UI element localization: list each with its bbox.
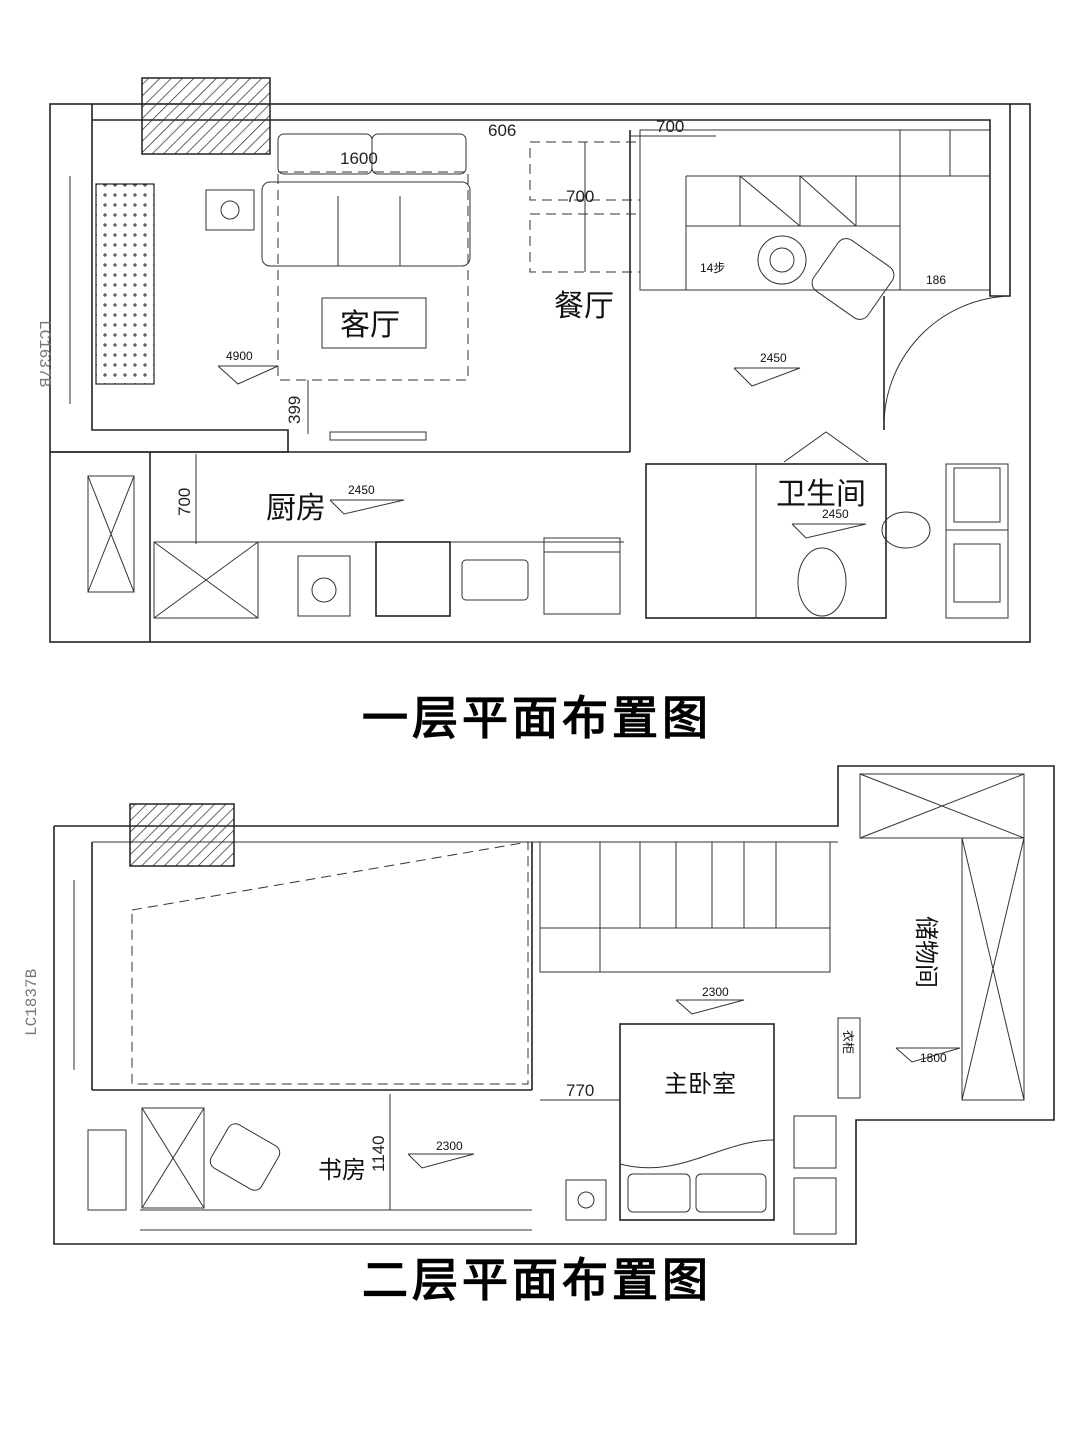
living-room-label-box xyxy=(321,297,427,349)
floor1-entry-door-swing xyxy=(883,295,1011,431)
dim-1800: 1800 xyxy=(920,1051,947,1065)
dim-2450-dining: 2450 xyxy=(760,351,787,365)
floor1-dotted-panel xyxy=(95,183,155,385)
room-label-bathroom: 卫生间 xyxy=(776,477,866,512)
study-armchair-icon xyxy=(209,1123,281,1191)
room-label-kitchen: 厨房 xyxy=(266,491,326,526)
fridge-icon xyxy=(375,541,451,617)
dim-700-kitchen: 700 xyxy=(175,488,194,516)
floor1-drain-box xyxy=(205,189,255,231)
room-label-study: 书房 xyxy=(318,1156,366,1184)
dim-700-table: 700 xyxy=(566,187,594,206)
storage-shelf-x xyxy=(859,773,1025,1101)
floor2-left-cabinet xyxy=(87,1129,127,1211)
shower-box-2-icon xyxy=(953,543,1001,603)
floor1-hatched-column xyxy=(141,77,271,155)
floor2-side-label: LC1837B xyxy=(23,969,41,1036)
room-label-dining: 餐厅 xyxy=(554,289,614,324)
level-marker-storage xyxy=(895,1047,961,1063)
study-cabinet-x xyxy=(141,1107,205,1209)
room-label-living: 客厅 xyxy=(340,308,400,343)
washer-icon xyxy=(297,555,351,617)
floor2-staircase xyxy=(539,841,831,973)
shower-box-icon xyxy=(953,467,1001,523)
washer-drum-icon xyxy=(311,577,337,603)
kitchen-cabinet-x xyxy=(153,541,259,619)
level-marker-kitchen xyxy=(329,499,405,515)
floor1-staircase xyxy=(639,129,991,291)
floor1-bath-block xyxy=(645,463,887,619)
dim-2300-study: 2300 xyxy=(436,1139,463,1153)
floor1-side-label: LC1637B xyxy=(35,320,53,387)
side-table-inner xyxy=(769,247,795,273)
dim-700-top: 700 xyxy=(656,117,684,136)
nightstand-lamp-icon xyxy=(577,1191,595,1209)
sofa-icon xyxy=(261,133,471,267)
floor1-left-cabinet-x2 xyxy=(87,475,135,593)
floor1-plan: LC1637B 1600 606 700 700 xyxy=(35,77,1031,643)
floor1-inner-wall-right xyxy=(92,104,1011,297)
level-marker-dining xyxy=(733,367,801,387)
dim-186: 186 xyxy=(926,273,946,287)
dim-2300-stair: 2300 xyxy=(702,985,729,999)
floor2-box-top xyxy=(793,1115,837,1169)
dim-770: 770 xyxy=(566,1081,594,1100)
floor1-left-cabinet xyxy=(87,475,135,593)
sink-icon xyxy=(461,559,529,601)
level-marker-living xyxy=(217,365,279,385)
floor1-outer-wall xyxy=(49,103,1031,643)
dim-2450-bath: 2450 xyxy=(822,507,849,521)
dim-399: 399 xyxy=(285,396,304,424)
floor1-living-rug xyxy=(277,171,469,381)
floor2-box-bottom xyxy=(793,1177,837,1235)
wardrobe-box xyxy=(837,1017,861,1099)
armchair-icon xyxy=(811,238,895,320)
bed-icon xyxy=(619,1023,775,1221)
dim-2450-kitchen: 2450 xyxy=(348,483,375,497)
floor2-plan: LC1837B 2300 主卧室 770 xyxy=(23,765,1055,1245)
dim-1600: 1600 xyxy=(340,149,378,168)
floor2-outer-wall xyxy=(53,765,1055,1245)
tv-bench-icon xyxy=(329,431,427,441)
floor1-right-cabinet xyxy=(945,463,1009,619)
floor2-title: 二层平面布置图 xyxy=(362,1253,712,1307)
dim-14-steps: 14步 xyxy=(700,261,725,275)
room-label-storage: 储物间 xyxy=(912,916,940,988)
floor1-drain-icon xyxy=(220,200,240,220)
dim-1140: 1140 xyxy=(369,1135,388,1172)
level-marker-study xyxy=(407,1153,475,1169)
stove-icon xyxy=(543,537,621,615)
room-label-wardrobe: 衣柜 xyxy=(841,1030,856,1054)
floor2-hatched-column xyxy=(129,803,235,867)
dim-4900: 4900 xyxy=(226,349,253,363)
level-marker-stair xyxy=(675,999,745,1015)
basin-icon xyxy=(881,511,931,549)
level-marker-bath xyxy=(791,523,867,539)
toilet-icon xyxy=(797,547,847,617)
dining-table-icon xyxy=(529,141,641,273)
nightstand-icon xyxy=(565,1179,607,1221)
floor1-inner-wall xyxy=(50,104,289,453)
bath-roof-icon xyxy=(783,431,869,463)
floor2-void-dash xyxy=(131,841,529,1085)
side-table-icon xyxy=(757,235,807,285)
room-label-master: 主卧室 xyxy=(664,1070,736,1098)
floor1-title: 一层平面布置图 xyxy=(362,691,712,745)
dim-606: 606 xyxy=(488,121,516,140)
